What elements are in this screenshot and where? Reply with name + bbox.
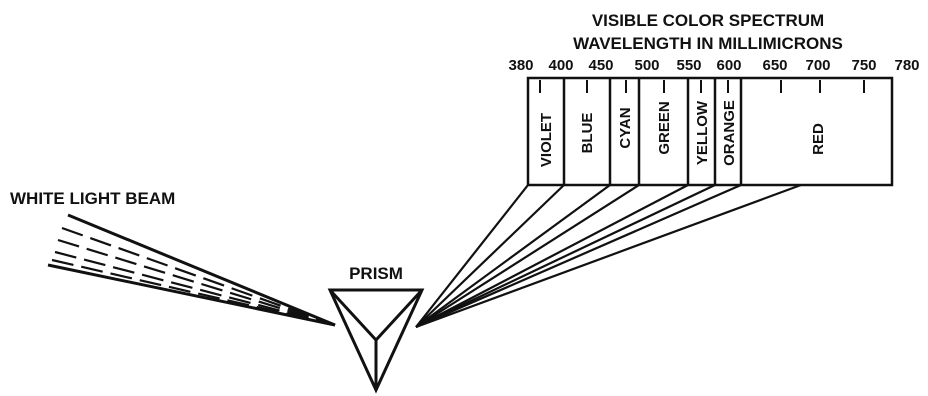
tick-label-600: 600 — [716, 57, 741, 74]
band-label-green: GREEN — [656, 101, 673, 154]
ray-orange-red — [416, 185, 741, 327]
tick-label-500: 500 — [634, 57, 659, 74]
beam-inner-rays — [52, 228, 335, 325]
title-line-1: VISIBLE COLOR SPECTRUM — [592, 11, 824, 30]
tick-label-650: 650 — [762, 57, 787, 74]
band-label-cyan: CYAN — [617, 107, 634, 148]
tick-label-750: 750 — [851, 57, 876, 74]
tick-label-400: 400 — [548, 57, 573, 74]
band-label-red: RED — [810, 123, 827, 155]
tick-label-700: 700 — [805, 57, 830, 74]
tick-label-780: 780 — [894, 57, 919, 74]
white-light-beam — [48, 215, 335, 325]
ray-orange — [416, 185, 715, 327]
dispersed-rays — [416, 185, 801, 327]
band-label-orange: ORANGE — [721, 100, 738, 166]
band-label-blue: BLUE — [579, 113, 596, 154]
prism — [330, 290, 422, 390]
tick-label-550: 550 — [676, 57, 701, 74]
band-label-violet: VIOLET — [538, 113, 555, 167]
ray-yellow — [416, 185, 688, 327]
tick-label-450: 450 — [588, 57, 613, 74]
prism-label: PRISM — [349, 264, 403, 283]
ray-red — [416, 185, 801, 327]
beam-edge-upper — [68, 215, 335, 325]
white-light-beam-label: WHITE LIGHT BEAM — [10, 189, 175, 208]
tick-label-380: 380 — [508, 57, 533, 74]
title-line-2: WAVELENGTH IN MILLIMICRONS — [573, 34, 843, 53]
band-label-yellow: YELLOW — [694, 100, 711, 165]
ray-blue — [416, 185, 564, 327]
wavelength-tick-labels: 380 400 450 500 550 600 650 700 750 780 — [508, 57, 919, 74]
